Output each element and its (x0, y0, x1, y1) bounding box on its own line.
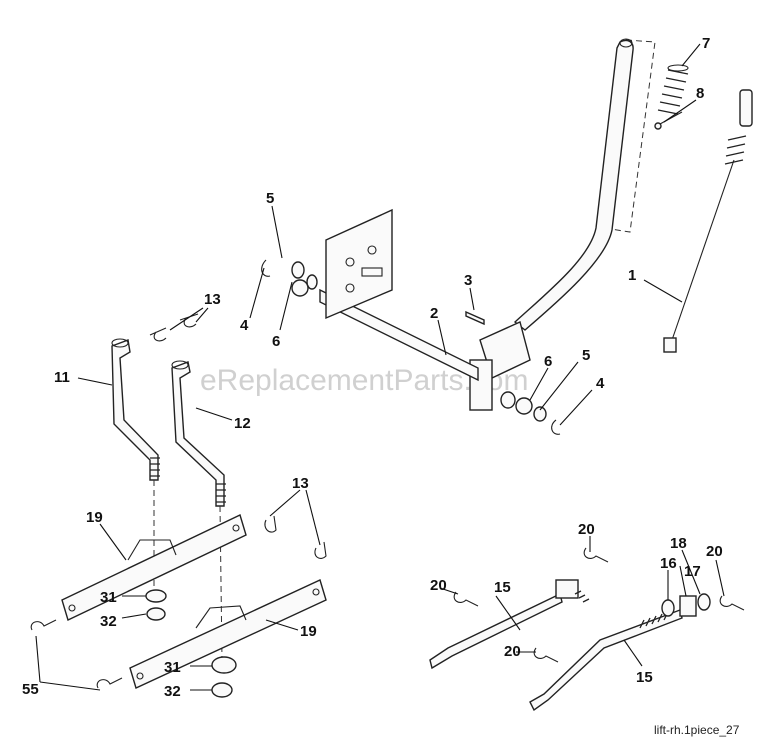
callout-6-right: 6 (544, 353, 552, 370)
clips-55 (30, 619, 123, 689)
callout-7: 7 (702, 35, 710, 52)
callout-15-lower: 15 (636, 669, 653, 686)
leader-lines (35, 43, 725, 691)
rod-15-lower (529, 609, 683, 712)
callout-11: 11 (54, 369, 70, 386)
callout-12: 12 (234, 415, 251, 432)
parts-16-17-18 (661, 593, 711, 617)
clips-13-right (264, 515, 327, 559)
right-hardware (500, 391, 561, 435)
rod-1 (663, 89, 753, 353)
clips-20 (453, 547, 745, 663)
lift-arm-19-lower (129, 579, 327, 689)
diagram-caption: lift-rh.1piece_27 (654, 723, 740, 737)
screw-8 (654, 111, 683, 130)
callout-32-upper: 32 (100, 613, 117, 630)
callout-16: 16 (660, 555, 677, 572)
spring-7 (657, 64, 689, 115)
callout-18: 18 (670, 535, 687, 552)
callout-31-lower: 31 (164, 659, 181, 676)
callout-3: 3 (464, 272, 472, 289)
callout-55: 55 (22, 681, 39, 698)
callout-20-d: 20 (706, 543, 723, 560)
callout-19-lower: 19 (300, 623, 317, 640)
callout-20-b: 20 (430, 577, 447, 594)
lift-arm-19-upper (61, 514, 247, 621)
mounting-plate (325, 208, 393, 320)
callout-13-right: 13 (292, 475, 309, 492)
rod-15-upper (429, 579, 590, 670)
callout-19-upper: 19 (86, 509, 103, 526)
pin-3 (465, 310, 485, 326)
left-hardware (261, 259, 318, 297)
callout-15-upper: 15 (494, 579, 511, 596)
lift-link-11 (111, 338, 160, 481)
callout-6-left: 6 (272, 333, 280, 350)
callout-5-right: 5 (582, 347, 590, 364)
callout-2: 2 (430, 305, 438, 322)
lift-link-12 (171, 360, 226, 507)
callout-17: 17 (684, 563, 701, 580)
callout-20-a: 20 (578, 521, 595, 538)
callout-8: 8 (696, 85, 704, 102)
callout-32-lower: 32 (164, 683, 181, 700)
callout-13-top: 13 (204, 291, 221, 308)
callout-31-upper: 31 (100, 589, 117, 606)
callout-4-right: 4 (596, 375, 605, 392)
callout-labels: 1 2 3 4 4 5 5 6 6 7 8 11 12 13 13 15 15 … (22, 35, 723, 700)
hardware-31-32 (145, 589, 237, 698)
callout-4-left: 4 (240, 317, 249, 334)
cross-shaft (319, 288, 479, 382)
callout-20-c: 20 (504, 643, 521, 660)
callout-5-left: 5 (266, 190, 274, 207)
callout-1: 1 (628, 267, 636, 284)
lift-lever (469, 38, 656, 411)
